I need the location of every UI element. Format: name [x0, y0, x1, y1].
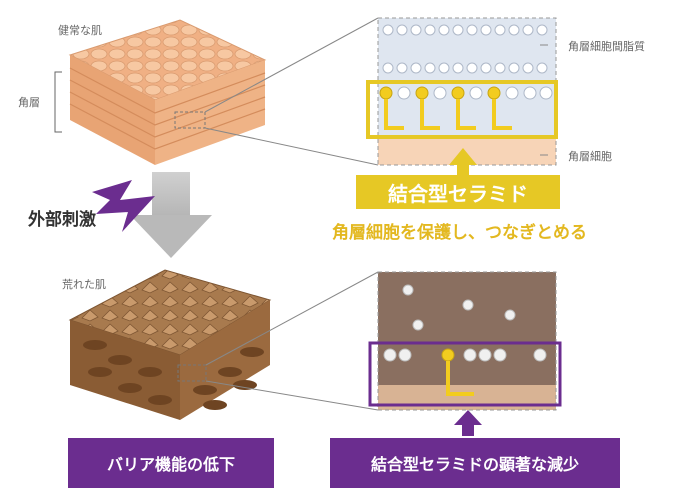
ceramide-decrease-box: 結合型セラミドの顕著な減少 [330, 438, 620, 488]
bound-ceramide-banner: 結合型セラミド [356, 175, 560, 209]
stratum-corneum-label: 角層 [18, 96, 40, 109]
corneocyte-label: 角層細胞 [568, 150, 612, 163]
down-arrow-icon [130, 172, 212, 258]
rough-zoom-panel [368, 271, 562, 411]
protects-caption: 角層細胞を保護し、つなぎとめる [332, 223, 587, 243]
healthy-skin-block [68, 19, 267, 165]
zoom-lines [204, 17, 379, 411]
lightning-icon [92, 180, 155, 232]
external-stimulus-label: 外部刺激 [28, 210, 96, 230]
intercellular-lipid-label: 角層細胞間脂質 [568, 40, 645, 53]
up-arrow-purple-icon [454, 410, 482, 436]
barrier-decline-box: バリア機能の低下 [68, 438, 274, 488]
healthy-skin-label: 健常な肌 [58, 24, 102, 37]
rough-skin-block [68, 269, 272, 420]
up-arrow-yellow-icon [449, 148, 477, 175]
stratum-bracket [54, 71, 62, 133]
healthy-zoom-panel [366, 17, 558, 166]
rough-skin-label: 荒れた肌 [62, 278, 106, 291]
